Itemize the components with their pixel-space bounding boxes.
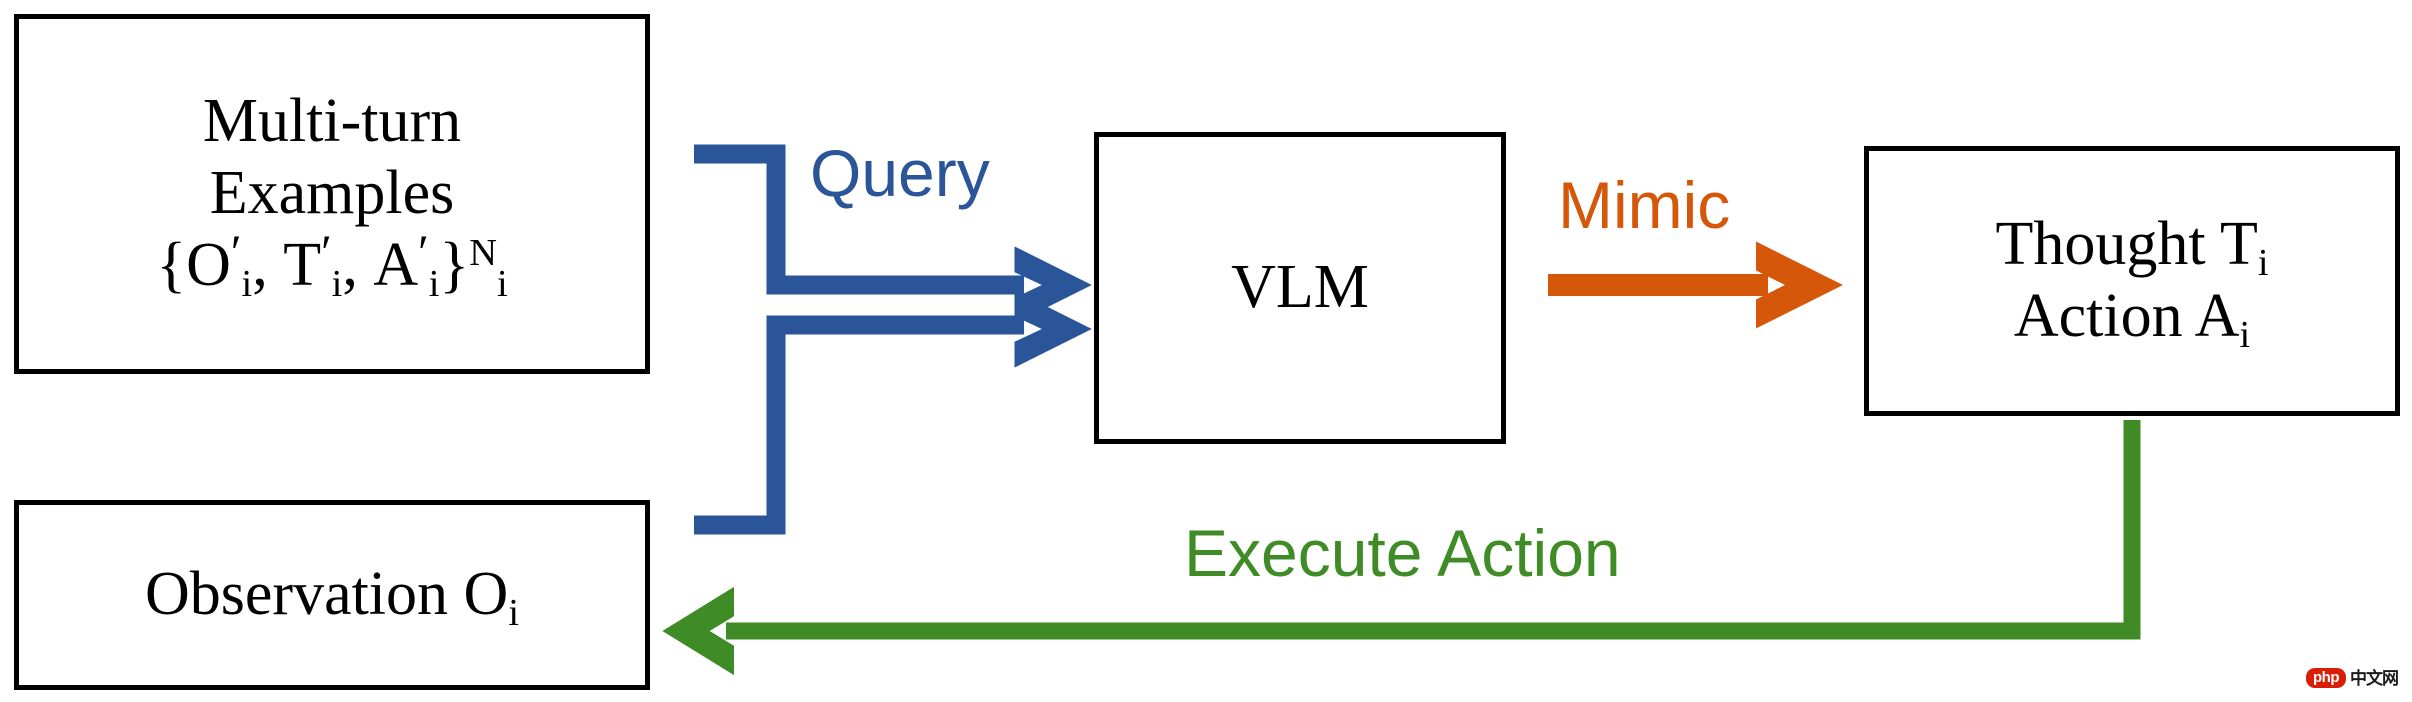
- edge-label-mimic: Mimic: [1558, 168, 1731, 242]
- examples-line-2: Examples: [209, 159, 455, 228]
- examples-formula: {O′i, T′i, A′i}Ni: [156, 226, 508, 305]
- execute-arrowhead: [662, 586, 734, 676]
- mimic-arrowhead: [1756, 241, 1843, 329]
- thought-subscript: i: [2257, 241, 2269, 284]
- formula-open-brace: {: [156, 230, 187, 299]
- node-observation[interactable]: Observation Oi: [14, 500, 650, 690]
- mimic-arrow: [1548, 241, 1843, 329]
- formula-superscript-n: N: [469, 231, 497, 274]
- query-arrowhead-bottom: [1014, 290, 1092, 368]
- node-thought-action[interactable]: Thought Ti Action Ai: [1864, 146, 2400, 416]
- formula-symbol-a: A: [373, 230, 419, 299]
- edge-label-query: Query: [810, 136, 990, 210]
- thought-text: Thought T: [1995, 210, 2258, 279]
- formula-comma-1: ,: [252, 230, 268, 299]
- execute-arrow: [662, 420, 2141, 676]
- execute-path: [726, 420, 2141, 640]
- formula-sub-t: i: [331, 262, 343, 305]
- observation-subscript: i: [508, 591, 519, 634]
- action-text: Action A: [2013, 282, 2240, 350]
- observation-label: Observation Oi: [145, 559, 519, 634]
- action-line: Action Ai: [2013, 281, 2251, 356]
- query-path-top: [694, 144, 1024, 295]
- node-vlm[interactable]: VLM: [1094, 132, 1506, 444]
- formula-prime-t: ′: [321, 226, 332, 280]
- formula-sub-a: i: [428, 262, 440, 305]
- formula-close-brace: }: [439, 230, 470, 299]
- formula-subscript-i: i: [496, 262, 508, 305]
- query-arrow-bottom: [694, 290, 1092, 535]
- observation-text: Observation O: [145, 560, 509, 629]
- vlm-label: VLM: [1231, 253, 1369, 322]
- node-multi-turn-examples[interactable]: Multi-turn Examples {O′i, T′i, A′i}Ni: [14, 14, 650, 374]
- watermark: php 中文网: [2306, 668, 2399, 688]
- action-subscript: i: [2239, 313, 2251, 356]
- watermark-text: 中文网: [2350, 668, 2399, 688]
- php-badge-icon: php: [2306, 668, 2346, 688]
- formula-symbol-o: O: [186, 230, 231, 299]
- formula-prime-o: ′: [230, 226, 242, 280]
- formula-symbol-t: T: [283, 230, 322, 299]
- examples-line-1: Multi-turn: [202, 87, 462, 156]
- query-path-bottom: [694, 315, 1024, 535]
- thought-line: Thought Ti: [1995, 209, 2269, 284]
- formula-sub-o: i: [241, 262, 253, 305]
- edge-label-execute-action: Execute Action: [1184, 516, 1621, 590]
- formula-prime-a: ′: [418, 226, 429, 280]
- formula-comma-2: ,: [342, 230, 358, 299]
